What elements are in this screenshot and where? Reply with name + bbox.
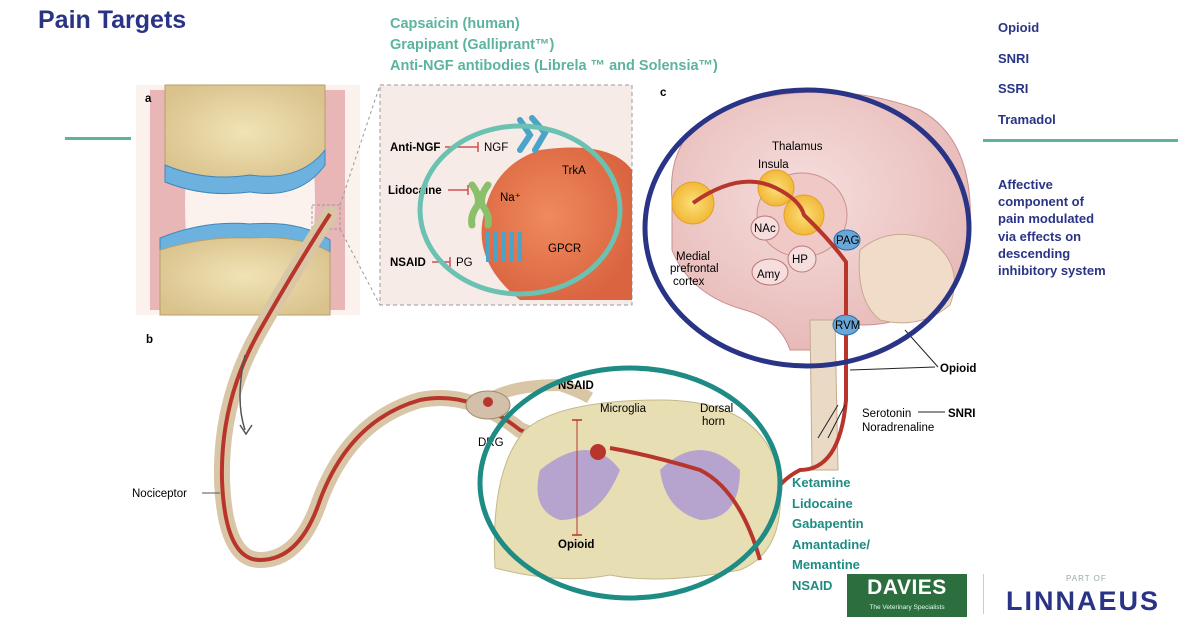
label-noradrenaline: Noradrenaline <box>862 422 934 434</box>
label-trka: TrkA <box>562 165 586 177</box>
label-prefrontal: prefrontal <box>670 263 719 275</box>
label-horn: horn <box>702 416 725 428</box>
panel-a-label: a <box>145 93 152 105</box>
label-pg: PG <box>456 257 473 269</box>
receptor-inset: Anti-NGF NGF TrkA Lidocaine Na⁺ NSAID PG… <box>380 85 632 305</box>
label-nac: NAc <box>754 223 776 235</box>
linnaeus-logo: LINNAEUS <box>1006 586 1160 617</box>
part-of-text: PART OF <box>1066 574 1107 583</box>
label-cortex: cortex <box>673 276 705 288</box>
label-serotonin: Serotonin <box>862 408 911 420</box>
label-gpcr: GPCR <box>548 243 581 255</box>
label-lidocaine: Lidocaine <box>388 185 442 197</box>
label-medial: Medial <box>676 251 710 263</box>
label-rvm: RVM <box>835 320 860 332</box>
label-opioid-brain: Opioid <box>940 363 976 375</box>
label-thalamus: Thalamus <box>772 141 823 153</box>
logo-divider <box>983 574 984 614</box>
label-na: Na⁺ <box>500 192 521 204</box>
label-microglia: Microglia <box>600 403 647 415</box>
label-nsaid: NSAID <box>390 257 426 269</box>
label-insula: Insula <box>758 159 789 171</box>
label-opioid-spinal: Opioid <box>558 539 594 551</box>
label-anti-ngf: Anti-NGF <box>390 142 440 154</box>
label-nociceptor: Nociceptor <box>132 488 187 500</box>
label-dorsal: Dorsal <box>700 403 733 415</box>
label-snri: SNRI <box>948 408 975 420</box>
label-hp: HP <box>792 254 808 266</box>
davies-logo-subtext: The Veterinary Specialists <box>847 604 967 611</box>
label-pag: PAG <box>836 235 859 247</box>
label-ngf: NGF <box>484 142 508 154</box>
panel-b-label: b <box>146 334 153 346</box>
panel-c-label: c <box>660 87 667 99</box>
davies-logo-text: DAVIES <box>847 576 967 600</box>
davies-logo: DAVIES The Veterinary Specialists <box>847 574 967 617</box>
label-amy: Amy <box>757 269 780 281</box>
joint-panel: a <box>136 85 360 315</box>
